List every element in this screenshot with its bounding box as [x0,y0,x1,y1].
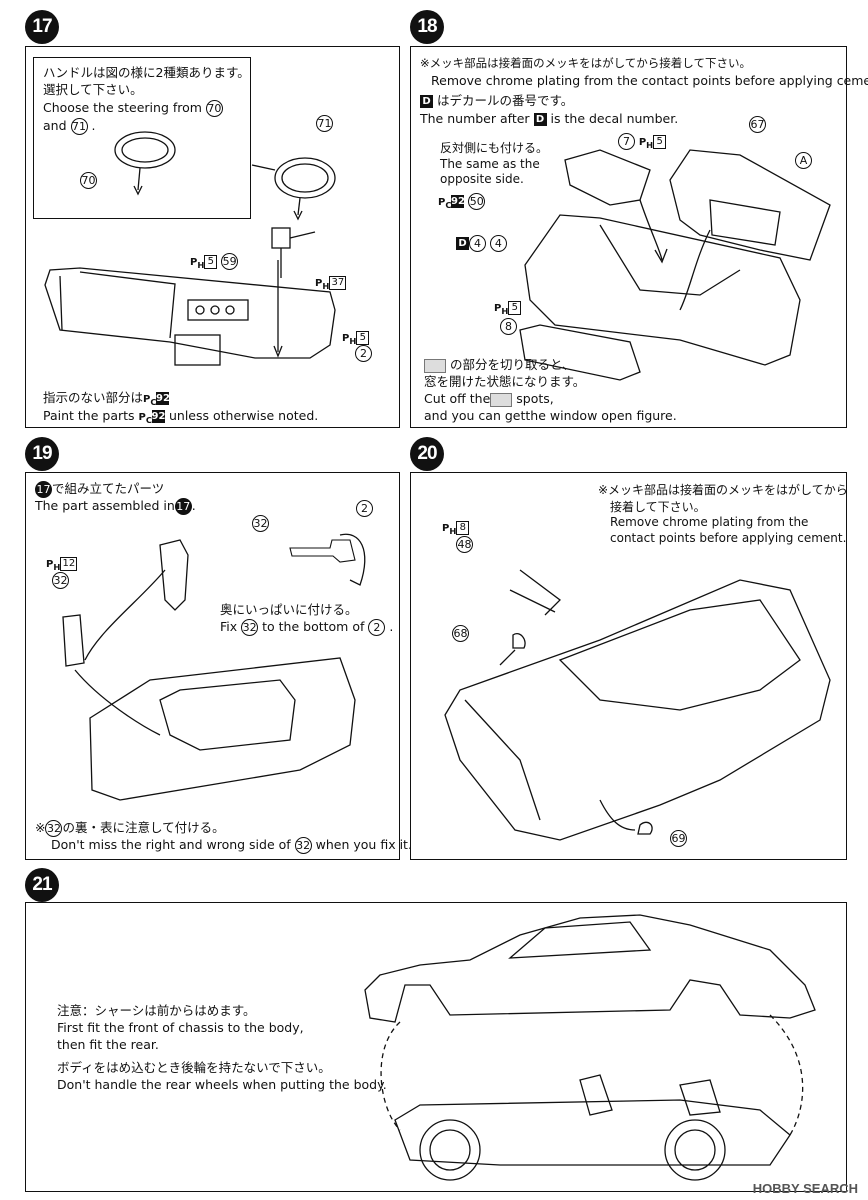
step-19-number: 19 [25,437,59,471]
callout-70: 70 [80,172,97,189]
dash-assembly [159,539,189,611]
s18-line2-en: The number after D is the decal number. [420,111,679,126]
s17-note-en1: Choose the steering from 70 [43,100,223,117]
callout-69: 69 [670,830,687,847]
part-32-window [62,614,85,667]
tub-18 [524,214,801,366]
s20-line-jp2: 接着して下さい。 [610,500,706,514]
step-18-panel [410,46,847,428]
steering-choice-box [33,57,251,219]
s17-note-jp1: ハンドルは図の様に2種類あります。 [43,65,250,80]
s18-cut-en2: and you can getthe window open figure. [424,408,677,423]
step-21-panel [25,902,847,1192]
s20-line-jp1: ※メッキ部品は接着面のメッキをはがしてから [598,483,848,497]
dashboard-part [44,267,336,359]
callout-48: 48 [456,536,473,553]
callout-32-left: 32 [52,572,69,589]
s21-jp1: 注意：シャーシは前からはめます。 [57,1003,256,1018]
part-70-label: 70 [205,100,223,117]
s17-note-en2: and 71 . [43,118,96,135]
steering-wheel-71 [274,157,336,199]
s18-opp-jp: 反対側にも付ける。 [440,141,549,155]
callout-32-top: 32 [252,515,269,532]
callout-8: 8 [500,318,517,335]
rear-wheel [664,1119,726,1181]
s17-foot-jp: 指示のない部分はPC92 [43,390,170,407]
chassis-21 [394,1099,791,1166]
step-20-panel [410,472,847,860]
s20-line-en2: contact points before applying cement. [610,531,847,545]
s21-en2: then fit the rear. [57,1037,159,1052]
callout-50: PC92 50 [438,193,486,210]
s20-line-en1: Remove chrome plating from the [610,515,809,529]
car-body-20 [444,579,831,841]
s19-note-en: Don't miss the right and wrong side of 3… [51,837,412,854]
s18-opp-en1: The same as the [440,157,540,171]
s18-cut-jp1: の部分を切り取ると、 [424,356,575,373]
s21-en1: First fit the front of chassis to the bo… [57,1020,304,1035]
callout-2-b: 2 [356,500,373,517]
body-part-A [669,149,831,261]
step-20-number: 20 [410,437,444,471]
callout-71: 71 [316,115,333,132]
s18-opp-en2: opposite side. [440,172,524,186]
s18-line1-jp: ※メッキ部品は接着面のメッキをはがしてから接着して下さい。 [420,56,751,70]
s18-cut-en1: Cut off the spots, [424,391,554,407]
tub-19 [89,657,356,801]
s18-cut-jp2: 窓を開けた状態になります。 [424,374,586,389]
callout-A: A [795,152,812,169]
step-21-number: 21 [25,868,59,902]
step-17-panel [25,46,400,428]
s17-foot-en: Paint the parts PC92 unless otherwise no… [43,408,319,425]
step-17-number: 17 [25,10,59,44]
s19-fix-en: Fix 32 to the bottom of 2 . [220,619,394,636]
s21-jp2: ボディをはめ込むとき後輪を持たないで下さい。 [57,1060,331,1075]
steering-column-59 [271,227,291,249]
part-71-label: 71 [70,118,88,135]
callout-67: 67 [749,116,766,133]
cut-swatch [424,358,446,373]
s18-line2-jp: D はデカールの番号です。 [420,92,573,109]
callout-68: 68 [452,625,469,642]
part-32-piece [289,539,356,563]
step-18-number: 18 [410,10,444,44]
s17-note-jp2: 選択して下さい。 [43,82,143,97]
door-panel-7 [564,149,651,206]
callout-2: 2 [355,345,372,362]
car-body-21 [364,914,816,1023]
s18-line1-en: Remove chrome plating from the contact p… [431,73,868,88]
step-19-panel [25,472,400,860]
front-wheel [419,1119,481,1181]
watermark: HOBBY SEARCH [752,1181,858,1196]
door-panel-8 [519,324,641,381]
s21-en3: Don't handle the rear wheels when puttin… [57,1077,387,1092]
s19-fix-jp: 奥にいっぱいに付ける。 [220,602,358,617]
steering-wheel-70 [114,131,176,169]
